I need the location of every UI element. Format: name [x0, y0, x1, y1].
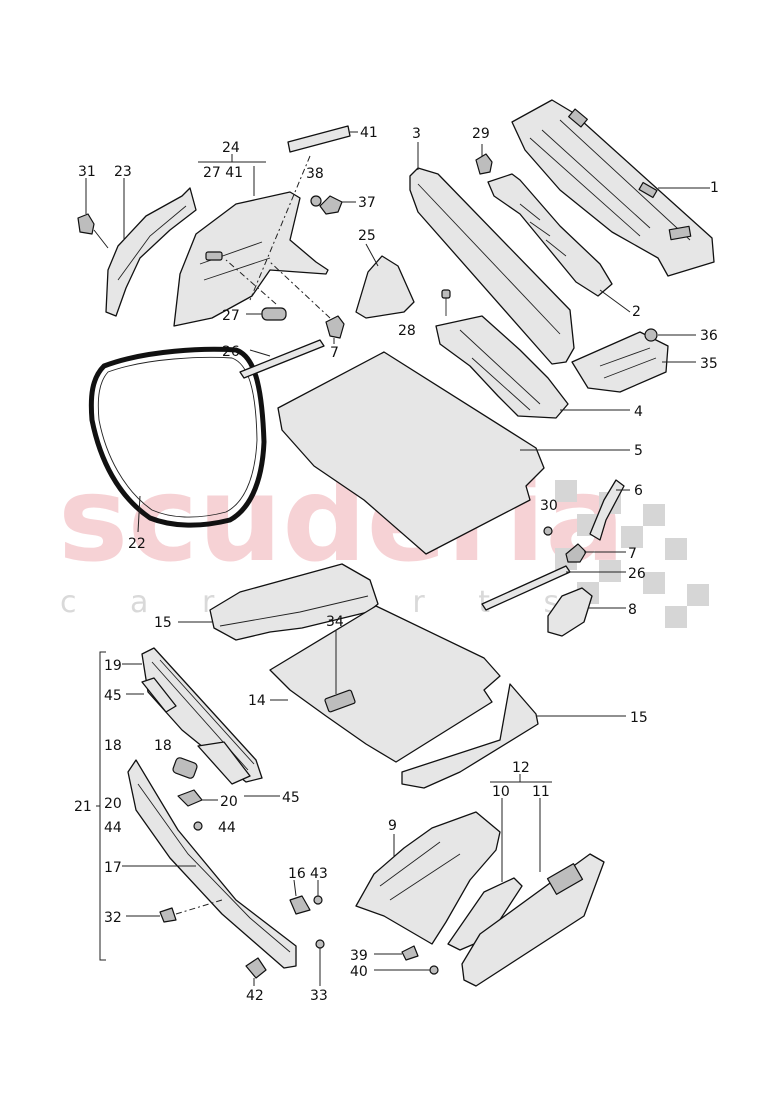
callout-35: 35 [700, 356, 718, 372]
callout-26-top: 26 [222, 344, 240, 360]
part-45-pad-top [141, 677, 177, 713]
part-14-floor-panel [269, 605, 501, 763]
callout-27: 27 [222, 308, 240, 324]
callout-24: 24 [222, 140, 240, 156]
callout-9: 9 [388, 818, 397, 834]
callout-38: 38 [306, 166, 324, 182]
callout-20: 20 [220, 794, 238, 810]
callout-20-side: 20 [104, 796, 122, 812]
part-1-upper-frame [511, 99, 715, 277]
callout-18: 18 [154, 738, 172, 754]
part-45-pad-lower [197, 741, 251, 785]
callout-23: 23 [114, 164, 132, 180]
part-43-screw [313, 895, 323, 905]
callout-7-top: 7 [330, 345, 339, 361]
part-31-clip [77, 213, 95, 235]
part-29-clip [475, 153, 493, 175]
callout-17: 17 [104, 860, 122, 876]
callout-4: 4 [634, 404, 643, 420]
part-2-rear-trim [487, 173, 613, 297]
callout-27-41: 27 41 [203, 165, 243, 181]
part-11-panel [461, 853, 605, 987]
callout-37: 37 [358, 195, 376, 211]
part-4-side-support [435, 315, 569, 419]
callout-7-right: 7 [628, 546, 637, 562]
part-32-clip [159, 907, 177, 923]
callout-5: 5 [634, 443, 643, 459]
callout-34: 34 [326, 614, 344, 630]
part-38-clip [310, 195, 322, 207]
part-39-clip [401, 945, 419, 961]
part-10-panel [447, 877, 523, 951]
part-36-clip [644, 328, 658, 342]
callout-2: 2 [632, 304, 641, 320]
callout-19: 19 [104, 658, 122, 674]
part-20-clip [177, 789, 203, 807]
callout-15-top: 15 [154, 615, 172, 631]
part-7-pad-right [565, 543, 587, 563]
callout-1: 1 [710, 180, 719, 196]
callout-26-right: 26 [628, 566, 646, 582]
callout-28: 28 [398, 323, 416, 339]
callout-10: 10 [492, 784, 510, 800]
callout-45-lower: 45 [282, 790, 300, 806]
part-23-pillar-trim [105, 187, 197, 317]
callout-31: 31 [78, 164, 96, 180]
callout-43: 43 [310, 866, 328, 882]
part-35-bracket [571, 331, 669, 393]
callout-36: 36 [700, 328, 718, 344]
part-26-strip-top [239, 339, 325, 379]
part-7-pad-top [325, 315, 345, 339]
part-17-sill-trim [127, 759, 297, 969]
part-24-side-trim [173, 191, 329, 327]
callout-44: 44 [218, 820, 236, 836]
part-27-pad [261, 307, 287, 321]
callout-18-side: 18 [104, 738, 122, 754]
callout-11: 11 [532, 784, 550, 800]
part-6-trim [589, 479, 625, 541]
callout-25: 25 [358, 228, 376, 244]
part-42-clip [245, 957, 267, 979]
part-44-clip [193, 821, 203, 831]
callout-44-side: 44 [104, 820, 122, 836]
callout-15-lower: 15 [630, 710, 648, 726]
part-41-strip [287, 125, 351, 153]
callout-3: 3 [412, 126, 421, 142]
callout-12: 12 [512, 760, 530, 776]
part-30-screw [543, 526, 553, 536]
part-15-lower-trim [401, 683, 539, 789]
callout-30: 30 [540, 498, 558, 514]
callout-6: 6 [634, 483, 643, 499]
callout-22: 22 [128, 536, 146, 552]
callout-8: 8 [628, 602, 637, 618]
callout-32: 32 [104, 910, 122, 926]
part-28-screw [441, 289, 451, 316]
callout-21: 21 [74, 799, 92, 815]
part-40-screw [429, 965, 439, 975]
callout-29: 29 [472, 126, 490, 142]
part-37-clip [319, 195, 343, 215]
callout-16: 16 [288, 866, 306, 882]
part-19-sill-panel [141, 647, 263, 783]
callout-39: 39 [350, 948, 368, 964]
callout-33: 33 [310, 988, 328, 1004]
part-9-side-trim [355, 811, 501, 945]
part-18-trim-ring [172, 757, 198, 779]
part-33-screw [315, 939, 325, 949]
part-22-seal [88, 346, 267, 528]
part-25-cover [355, 255, 415, 319]
callout-42: 42 [246, 988, 264, 1004]
callout-45-top: 45 [104, 688, 122, 704]
callout-41: 41 [360, 125, 378, 141]
callout-40: 40 [350, 964, 368, 980]
callout-14: 14 [248, 693, 266, 709]
part-5-boot-floor [277, 351, 545, 555]
part-3-parcel-shelf [409, 167, 575, 365]
part-8-cover [547, 587, 593, 637]
part-16-clip [289, 895, 311, 915]
